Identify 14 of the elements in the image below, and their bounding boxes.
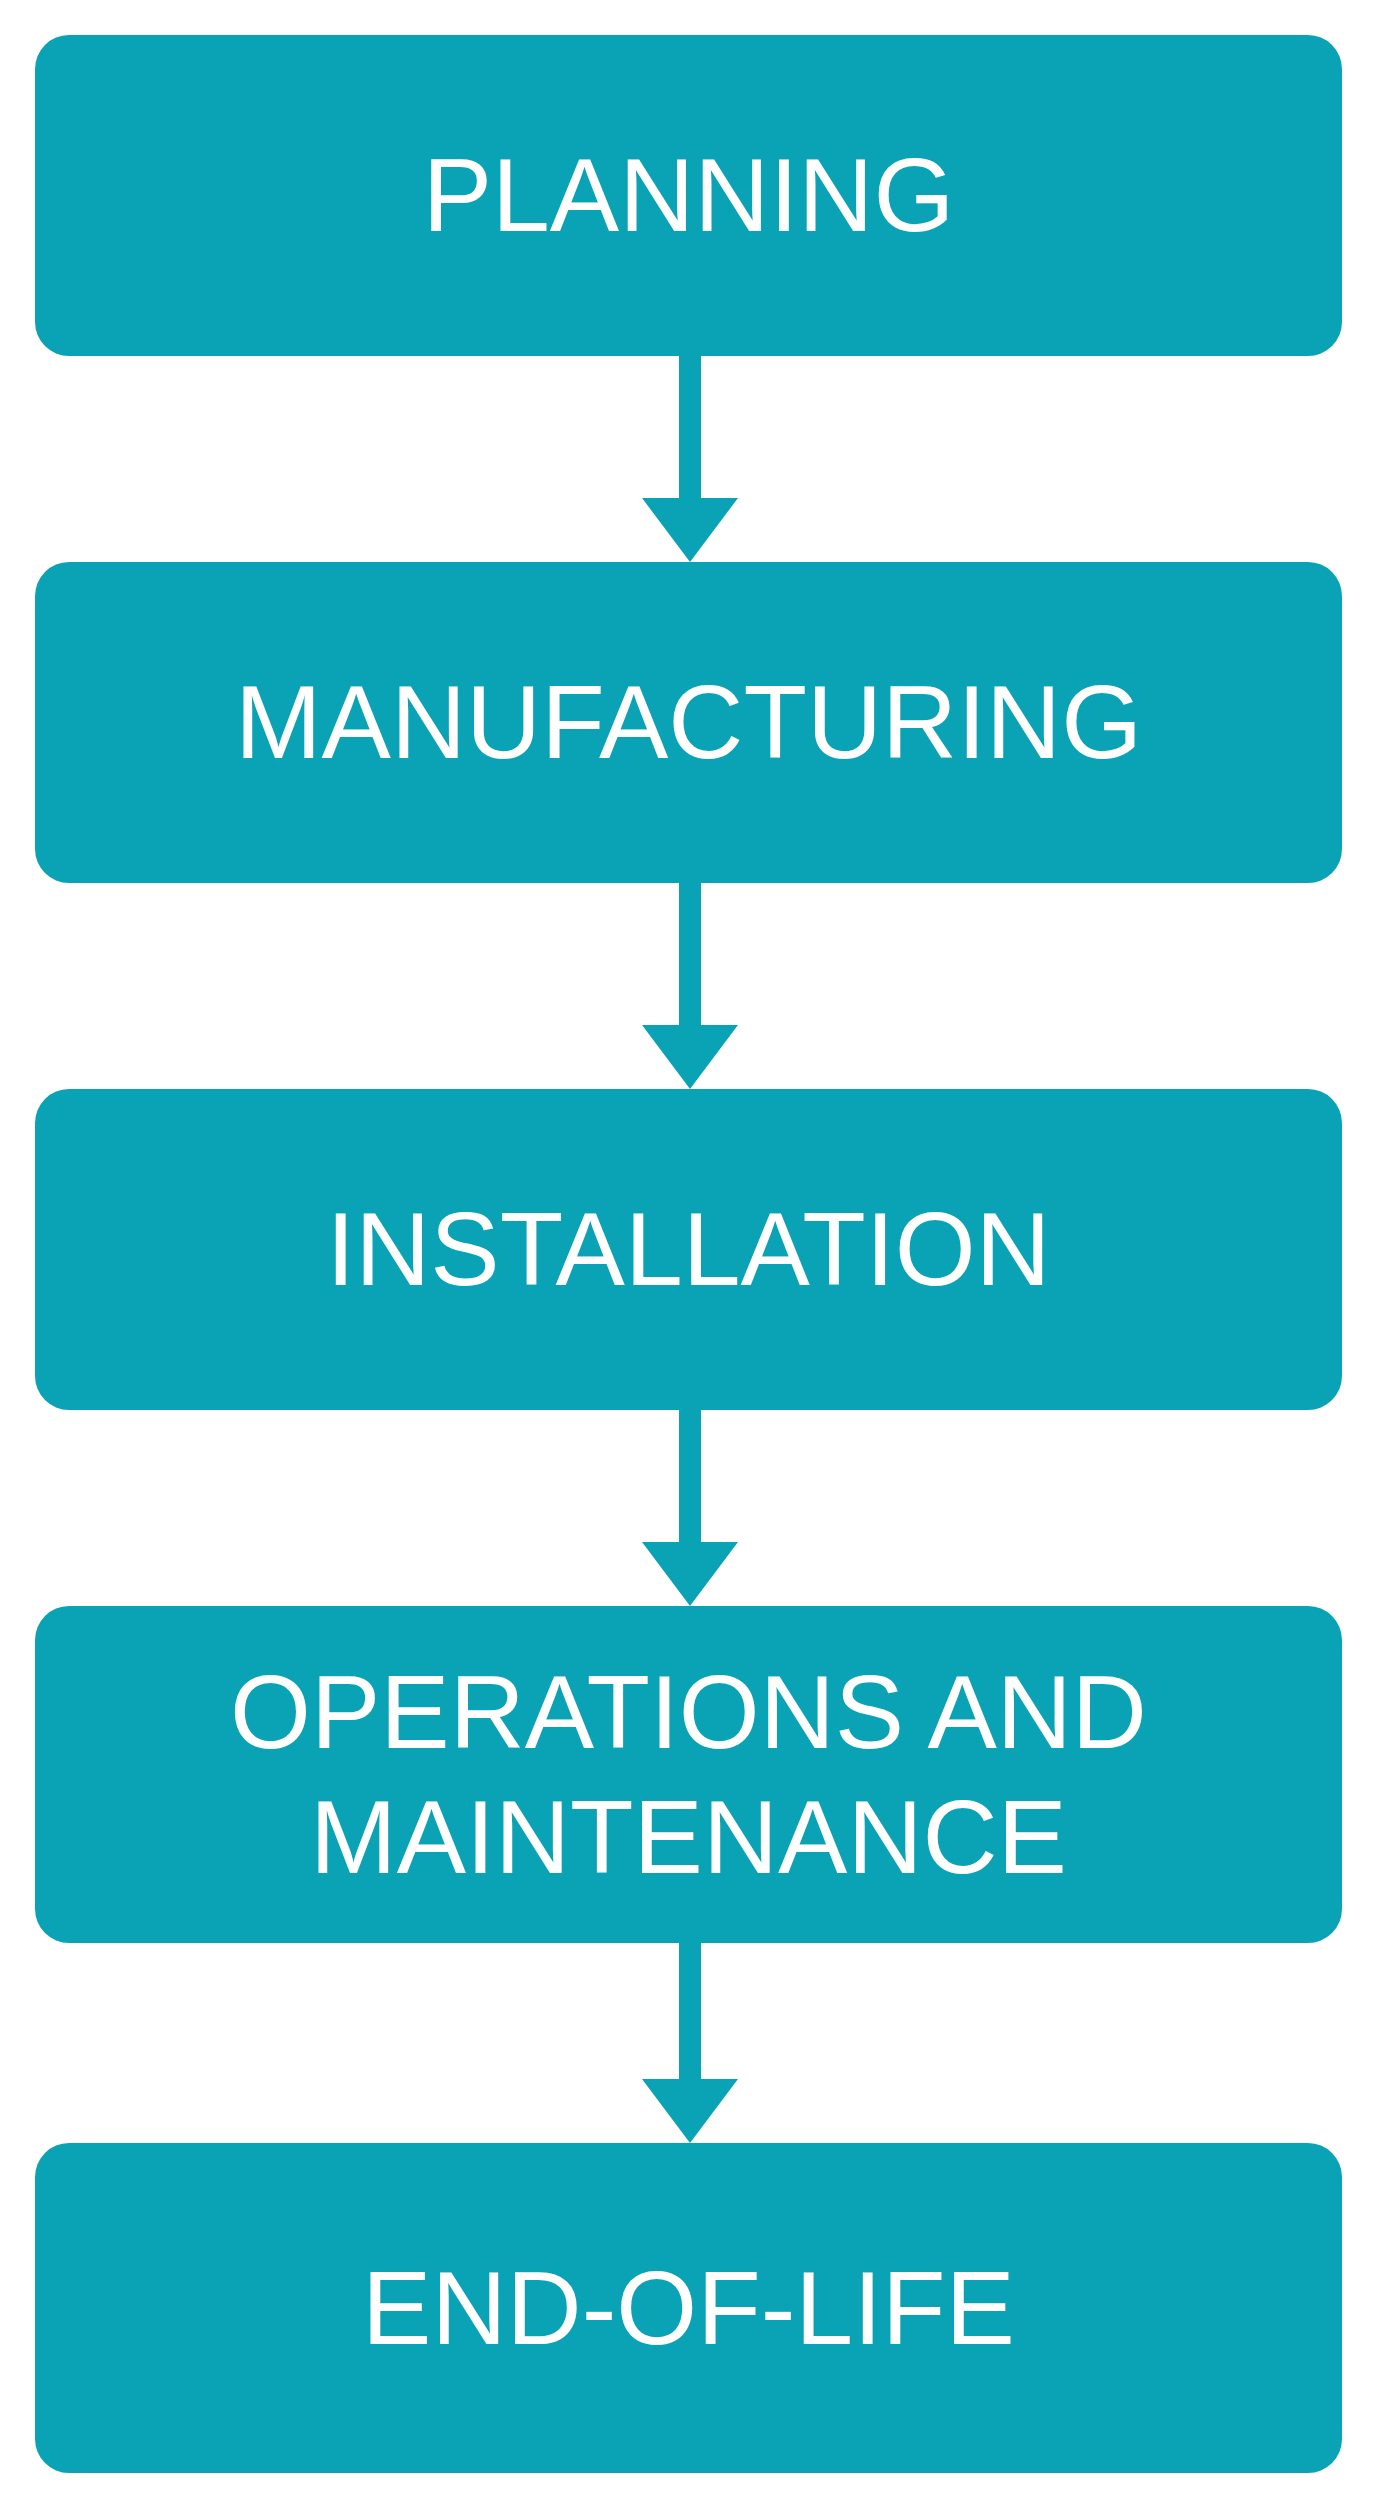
process-box bbox=[35, 2143, 1342, 2473]
arrow bbox=[642, 1943, 738, 2143]
process-box bbox=[35, 1606, 1342, 1943]
arrow bbox=[642, 883, 738, 1089]
process-box bbox=[35, 35, 1342, 356]
step-label: INSTALLATION bbox=[326, 1190, 1051, 1310]
process-box bbox=[35, 1089, 1342, 1410]
arrow bbox=[642, 356, 738, 562]
step-label: PLANNING bbox=[422, 136, 955, 256]
process-box bbox=[35, 562, 1342, 883]
step-label: END-OF-LIFE bbox=[362, 2248, 1015, 2368]
step-label: OPERATIONS AND MAINTENANCE bbox=[229, 1652, 1148, 1897]
arrow bbox=[642, 1410, 738, 1606]
step-label: MANUFACTURING bbox=[234, 663, 1143, 783]
